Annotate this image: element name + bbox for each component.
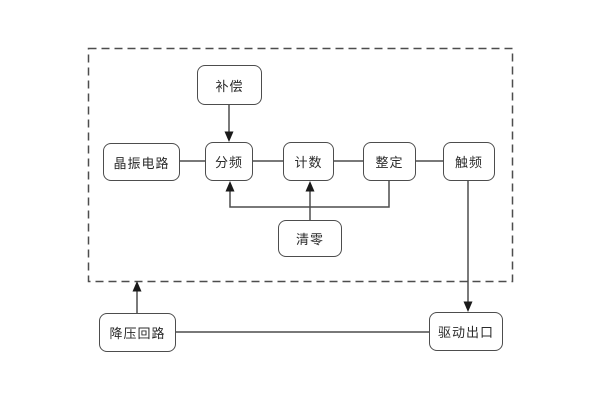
arrowhead-into-divider-bottom: [225, 181, 235, 192]
node-drive-output: 驱动出口: [429, 312, 503, 351]
node-frequency-divider: 分频: [205, 142, 253, 181]
dashed-boundary: [87, 47, 514, 283]
node-clear: 清零: [278, 220, 342, 257]
arrowhead-into-counter-bottom: [305, 181, 315, 192]
node-counter: 计数: [283, 142, 334, 181]
node-step-down-circuit: 降压回路: [99, 313, 176, 352]
node-crystal-oscillator: 晶振电路: [103, 143, 180, 181]
arrowhead-into-boundary-bottom: [132, 281, 142, 292]
arrowhead-into-divider-top: [224, 131, 234, 142]
node-setting: 整定: [363, 142, 416, 181]
node-trigger-frequency: 触频: [443, 142, 495, 181]
arrowhead-into-drive-output-top: [463, 301, 473, 312]
node-compensation: 补偿: [197, 65, 262, 105]
